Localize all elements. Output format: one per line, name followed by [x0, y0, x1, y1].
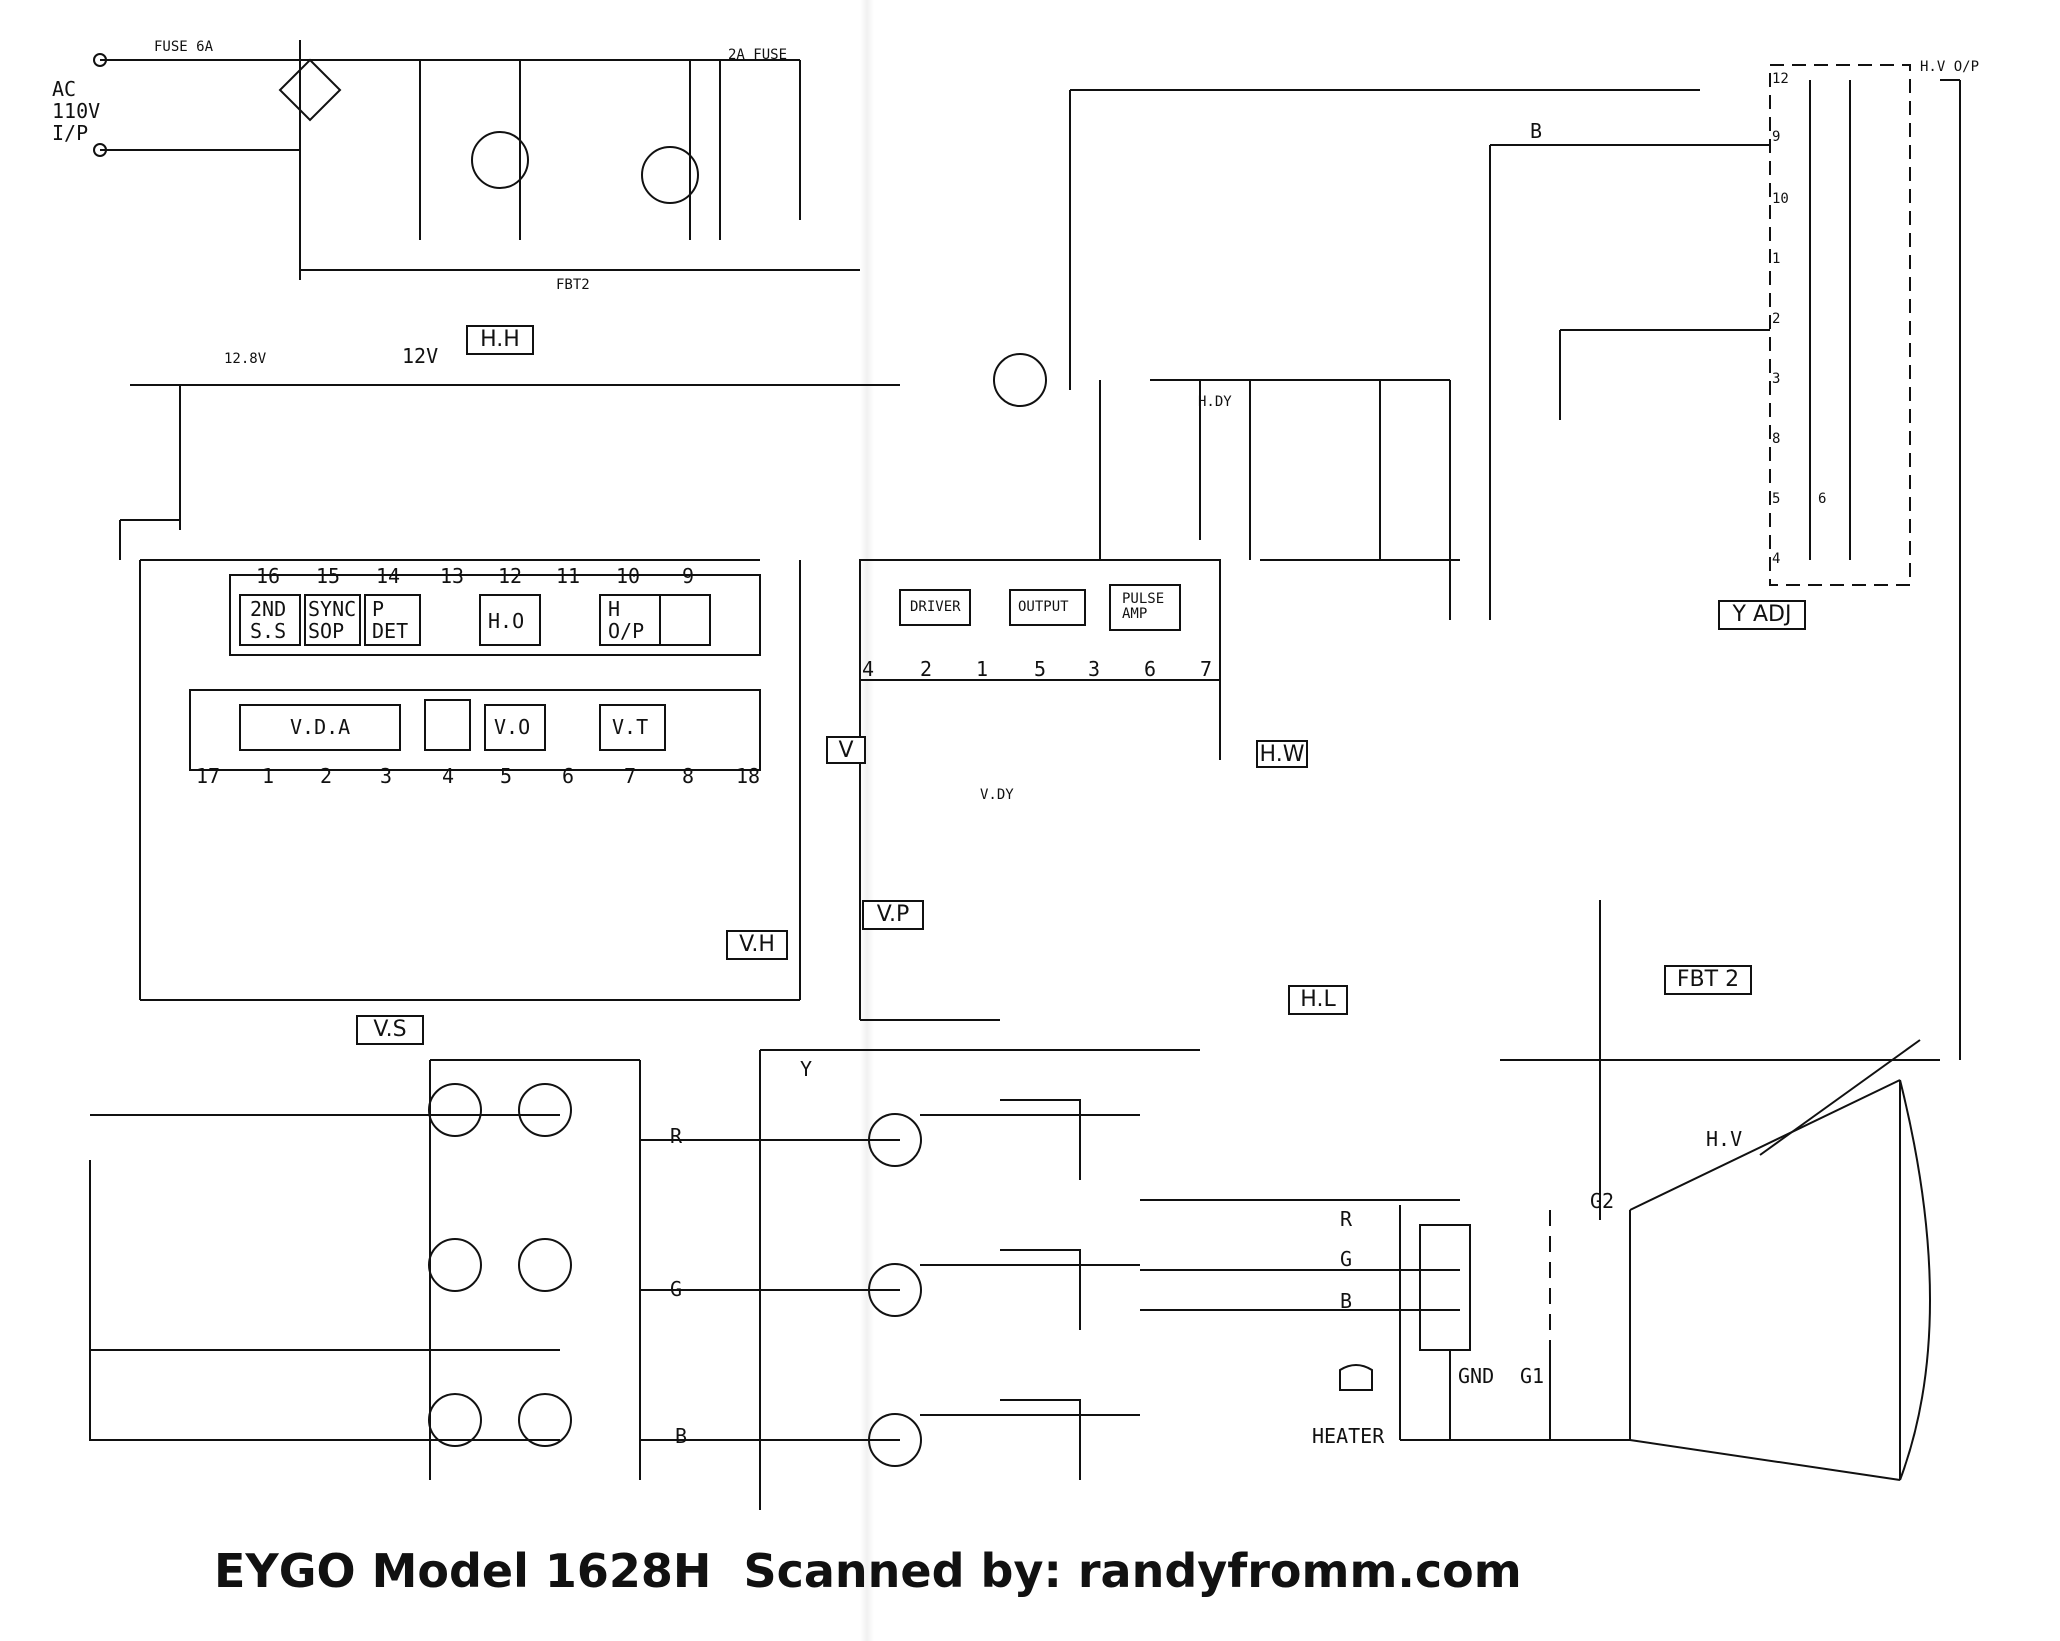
ic-pin-13: 13: [440, 564, 465, 588]
vh-block: V.H: [726, 930, 788, 960]
hh-block: H.H: [466, 325, 534, 355]
sync-sop-label: SYNC SOP: [308, 597, 357, 643]
2nd-ss-label: 2ND S.S: [250, 597, 287, 643]
ic-pin-1: 1: [262, 764, 275, 788]
fbt-pin-10: 10: [1772, 191, 1789, 207]
vert-ic-pin-6: 6: [1144, 657, 1157, 681]
r-input-label: R: [670, 1124, 683, 1148]
ic-pin-4: 4: [442, 764, 455, 788]
fbt2-top-label: FBT2: [556, 277, 590, 293]
12v-label: 12V: [402, 344, 439, 368]
fbt-pin-6: 6: [1818, 491, 1827, 507]
heater-label: HEATER: [1312, 1424, 1385, 1448]
b-input-label: B: [675, 1424, 688, 1448]
y-label: Y: [800, 1057, 813, 1081]
ic-pin-8: 8: [682, 764, 695, 788]
crt-g-label: G: [1340, 1247, 1353, 1271]
12-8v-label: 12.8V: [224, 351, 267, 367]
fbt-pin-3: 3: [1772, 371, 1781, 387]
ic-pin-3: 3: [380, 764, 393, 788]
h-op-label: H O/P: [608, 597, 645, 643]
crt-r-label: R: [1340, 1207, 1353, 1231]
crt-b-label: B: [1340, 1289, 1353, 1313]
paper-fold: [860, 0, 874, 1641]
ic-pin-16: 16: [256, 564, 281, 588]
b-supply-label: B: [1530, 119, 1543, 143]
vs-block: V.S: [356, 1015, 424, 1045]
hv-output-label: H.V O/P: [1920, 59, 1980, 75]
fbt-pin-9: 9: [1772, 129, 1781, 145]
g1-label: G1: [1520, 1364, 1545, 1388]
pulse-amp-label: PULSE AMP: [1122, 591, 1165, 622]
v-dy-label: V.DY: [980, 787, 1014, 803]
ic-pin-2: 2: [320, 764, 333, 788]
fbt-pin-2: 2: [1772, 311, 1781, 327]
hw-block: H.W: [1256, 740, 1308, 768]
output-label: OUTPUT: [1018, 599, 1069, 615]
ic-pin-10: 10: [616, 564, 641, 588]
ic-pin-9: 9: [682, 564, 695, 588]
fbt-pin-1: 1: [1772, 251, 1781, 267]
fbt-pin-5: 5: [1772, 491, 1781, 507]
p-det-label: P DET: [372, 597, 409, 643]
gnd-label: GND: [1458, 1364, 1495, 1388]
ic-pin-17: 17: [196, 764, 221, 788]
v-small-block: V: [826, 736, 866, 764]
driver-label: DRIVER: [910, 599, 961, 615]
2a-fuse-label: 2A FUSE: [728, 47, 788, 63]
ac-input-label: AC 110V I/P: [52, 77, 101, 145]
fbt2-block: FBT 2: [1664, 965, 1752, 995]
ic-pin-5: 5: [500, 764, 513, 788]
h-dy-label: H.DY: [1198, 394, 1232, 410]
ic-pin-14: 14: [376, 564, 401, 588]
g-input-label: G: [670, 1277, 683, 1301]
vda-label: V.D.A: [290, 715, 351, 739]
ic-pin-15: 15: [316, 564, 341, 588]
ic-pin-6: 6: [562, 764, 575, 788]
main-fuse-label: FUSE 6A: [154, 39, 214, 55]
fbt-pin-12: 12: [1772, 71, 1789, 87]
hl-block: H.L: [1288, 985, 1348, 1015]
ic-pin-11: 11: [556, 564, 581, 588]
vert-ic-pin-7: 7: [1200, 657, 1213, 681]
vert-ic-pin-4: 4: [862, 657, 875, 681]
vo-label: V.O: [494, 715, 531, 739]
vert-ic-pin-1: 1: [976, 657, 989, 681]
ic-pin-18: 18: [736, 764, 761, 788]
hv-label: H.V: [1706, 1127, 1743, 1151]
vert-ic-pin-2: 2: [920, 657, 933, 681]
vt-label: V.T: [612, 715, 649, 739]
fbt-pin-8: 8: [1772, 431, 1781, 447]
vert-ic-pin-5: 5: [1034, 657, 1047, 681]
vp-block: V.P: [862, 900, 924, 930]
y-adj-block: Y ADJ: [1718, 600, 1806, 630]
fbt-pin-4: 4: [1772, 551, 1781, 567]
ic-pin-7: 7: [624, 764, 637, 788]
ho-label: H.O: [488, 609, 525, 633]
g2-label: G2: [1590, 1189, 1615, 1213]
footer-caption: EYGO Model 1628H Scanned by: randyfromm.…: [214, 1544, 1522, 1598]
ic-pin-12: 12: [498, 564, 523, 588]
vert-ic-pin-3: 3: [1088, 657, 1101, 681]
